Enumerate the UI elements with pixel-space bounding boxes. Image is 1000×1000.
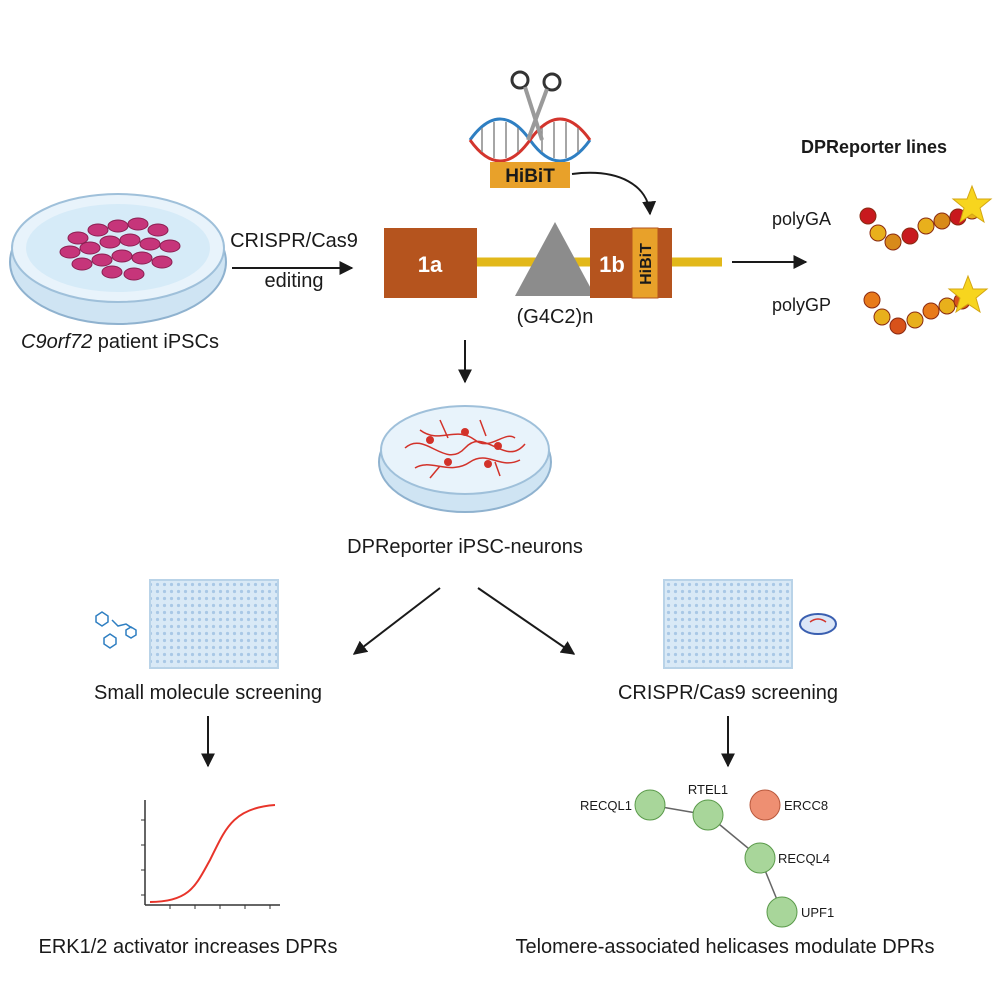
cas9-icon (799, 613, 837, 635)
construct (384, 222, 722, 299)
editing-label-line2: editing (264, 270, 324, 292)
exon-1a-label: 1a (418, 252, 443, 277)
repeat-label: (G4C2)n (516, 306, 594, 328)
patient-ipsc-text: patient iPSCs (92, 331, 219, 353)
dose-response-curve (149, 804, 276, 903)
node-label-recql1: RECQL1 (580, 798, 632, 813)
small-molecule-label: Small molecule screening (94, 682, 322, 704)
reporter-lines-title: DPReporter lines (800, 137, 948, 157)
patient-ipsc-dish (9, 193, 227, 325)
dose-response-plot (141, 800, 280, 909)
node-upf1 (766, 896, 798, 928)
node-recql4 (744, 842, 776, 874)
gene-name: C9orf72 (21, 331, 93, 353)
left-branch-arrow (352, 587, 441, 655)
polygp-chain (863, 291, 971, 335)
exon-1b-label: 1b (599, 252, 625, 277)
node-recql1 (634, 789, 666, 821)
hibit-tag-box (490, 162, 570, 188)
crispr-screen-label: CRISPR/Cas9 screening (617, 682, 839, 704)
compound-structures-icon (95, 611, 137, 649)
polyga-label: polyGA (772, 209, 832, 229)
exon-1a-box (384, 228, 477, 298)
hibit-tag-label: HiBiT (505, 166, 555, 187)
hibit-insert-label: HiBiT (638, 243, 655, 285)
right-branch-arrow (477, 587, 576, 655)
node-rtel1 (692, 799, 724, 831)
erk-label: ERK1/2 activator increases DPRs (38, 936, 338, 958)
node-label-rtel1: RTEL1 (688, 782, 728, 797)
patient-ipsc-label: C9orf72 patient iPSCs (21, 331, 219, 354)
polyga-star-icon (951, 184, 993, 224)
scissors-icon (510, 70, 562, 141)
hibit-insert-box (631, 227, 659, 299)
small-molecule-plate (149, 579, 279, 669)
repeat-triangle (515, 222, 595, 296)
polyga-chain (859, 202, 981, 251)
editing-label-line1: CRISPR/Cas9 (230, 230, 358, 252)
polygp-label: polyGP (772, 295, 832, 315)
node-label-upf1: UPF1 (801, 905, 834, 920)
neurons-label: DPReporter iPSC-neurons (347, 536, 583, 558)
network-label: Telomere-associated helicases modulate D… (515, 936, 935, 958)
neuron-dish (378, 405, 552, 513)
crispr-plate (663, 579, 793, 669)
node-ercc8 (749, 789, 781, 821)
node-label-ercc8: ERCC8 (784, 798, 828, 813)
node-label-recql4: RECQL4 (778, 851, 830, 866)
helicase-network (634, 789, 798, 928)
hibit-insertion-arrow (571, 171, 657, 216)
polygp-star-icon (947, 274, 989, 314)
